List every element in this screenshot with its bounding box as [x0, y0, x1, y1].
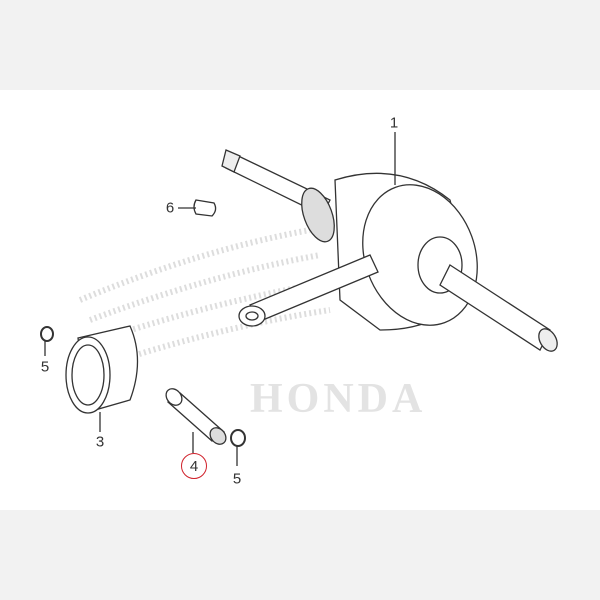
woodruff-key-drawing [178, 199, 217, 217]
piston-pin-drawing [165, 388, 227, 453]
piston-drawing [65, 325, 139, 432]
callout-5-left: 5 [40, 358, 50, 376]
callout-5-right: 5 [232, 470, 242, 488]
callout-3: 3 [95, 433, 105, 451]
callout-1: 1 [389, 114, 399, 132]
clip-left-drawing [40, 326, 54, 356]
callout-6: 6 [165, 199, 175, 217]
honda-watermark-text: HONDA [250, 376, 426, 422]
crankshaft-drawing [221, 132, 558, 352]
clip-right-drawing [230, 429, 246, 466]
callout-4-highlighted: 4 [181, 453, 207, 479]
